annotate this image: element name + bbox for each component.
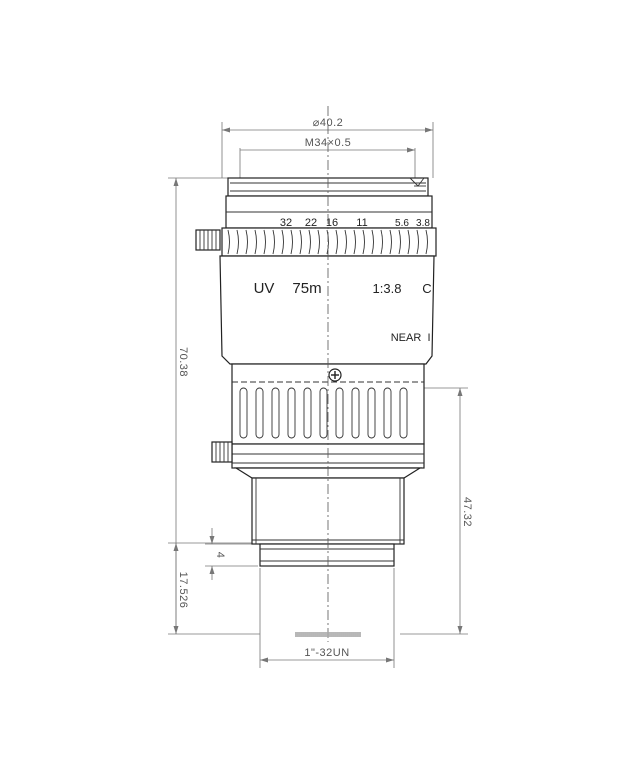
flange-length-label: 17.526 (177, 572, 189, 609)
marking-focal: 75m (292, 280, 321, 297)
marking-fnumber: 1:3.8 (373, 281, 402, 296)
focus-near-label: NEAR (391, 332, 422, 344)
focus-groove (399, 387, 408, 439)
focus-groove (303, 387, 312, 439)
dimension-thread-depth: 4 (205, 528, 258, 580)
lens-body: 32 22 16 11 5.6 3.8 UV 75m 1:3.8 C (195, 177, 437, 637)
dimension-filter-thread: M34×0.5 (239, 137, 416, 178)
dimension-rear-length: 47.32 (400, 387, 473, 635)
focus-locking-knob-icon (211, 441, 233, 463)
focus-groove (367, 387, 376, 439)
focus-groove (255, 387, 264, 439)
marking-c: C (422, 281, 431, 296)
knurl-tick (344, 229, 347, 255)
knurl-tick (254, 229, 257, 255)
thread-depth-label: 4 (214, 552, 226, 559)
knurl-tick (245, 229, 248, 255)
mount-thread-section (259, 543, 395, 567)
aperture-value-11: 11 (356, 217, 367, 229)
total-length-label: 70.38 (177, 347, 189, 377)
knurl-tick (290, 229, 293, 255)
aperture-value-16: 16 (326, 217, 338, 229)
knurl-ticks (227, 229, 428, 255)
knurl-tick (299, 229, 302, 255)
knurl-tick (398, 229, 401, 255)
knurl-tick (371, 229, 374, 255)
knurl-tick (353, 229, 356, 255)
knurl-tick (281, 229, 284, 255)
aperture-value-22: 22 (305, 217, 317, 229)
knurl-tick (362, 229, 365, 255)
knurl-tick (317, 229, 320, 255)
aperture-value-32: 32 (280, 217, 292, 229)
knurl-tick (389, 229, 392, 255)
aperture-locking-knob-icon (195, 229, 221, 251)
knurl-tick (227, 229, 230, 255)
focus-groove (383, 387, 392, 439)
focus-groove (319, 387, 328, 439)
focus-grooves (239, 387, 408, 439)
dimension-mount-thread: 1"-32UN (259, 568, 395, 668)
rear-length-label: 47.32 (461, 497, 473, 527)
aperture-value-5-6: 5.6 (395, 218, 409, 229)
screw-icon (328, 368, 342, 382)
main-barrel: UV 75m 1:3.8 C NEAR I (219, 255, 435, 365)
knurl-tick (416, 229, 419, 255)
marking-uv: UV (254, 280, 275, 297)
mount-thread-label: 1"-32UN (304, 647, 349, 659)
aperture-knurl-ring (221, 227, 437, 257)
image-plane-hatch (295, 632, 361, 637)
knurl-tick (308, 229, 311, 255)
knurl-tick (272, 229, 275, 255)
knurl-tick (236, 229, 239, 255)
dimension-flange-length: 17.526 (168, 542, 252, 634)
outer-diameter-label: ⌀40.2 (313, 117, 344, 129)
knurl-tick (380, 229, 383, 255)
knurl-tick (326, 229, 329, 255)
knurl-tick (263, 229, 266, 255)
focus-groove (335, 387, 344, 439)
focus-groove (239, 387, 248, 439)
aperture-scale-ring: 32 22 16 11 5.6 3.8 (225, 195, 433, 229)
knurl-tick (407, 229, 410, 255)
focus-groove (287, 387, 296, 439)
aperture-value-3-8: 3.8 (416, 218, 430, 229)
knurl-tick (335, 229, 338, 255)
focus-groove (351, 387, 360, 439)
dimension-outer-diameter: ⌀40.2 (221, 117, 434, 178)
knurl-tick (425, 229, 428, 255)
focus-index-mark: I (427, 332, 430, 344)
focus-groove (271, 387, 280, 439)
